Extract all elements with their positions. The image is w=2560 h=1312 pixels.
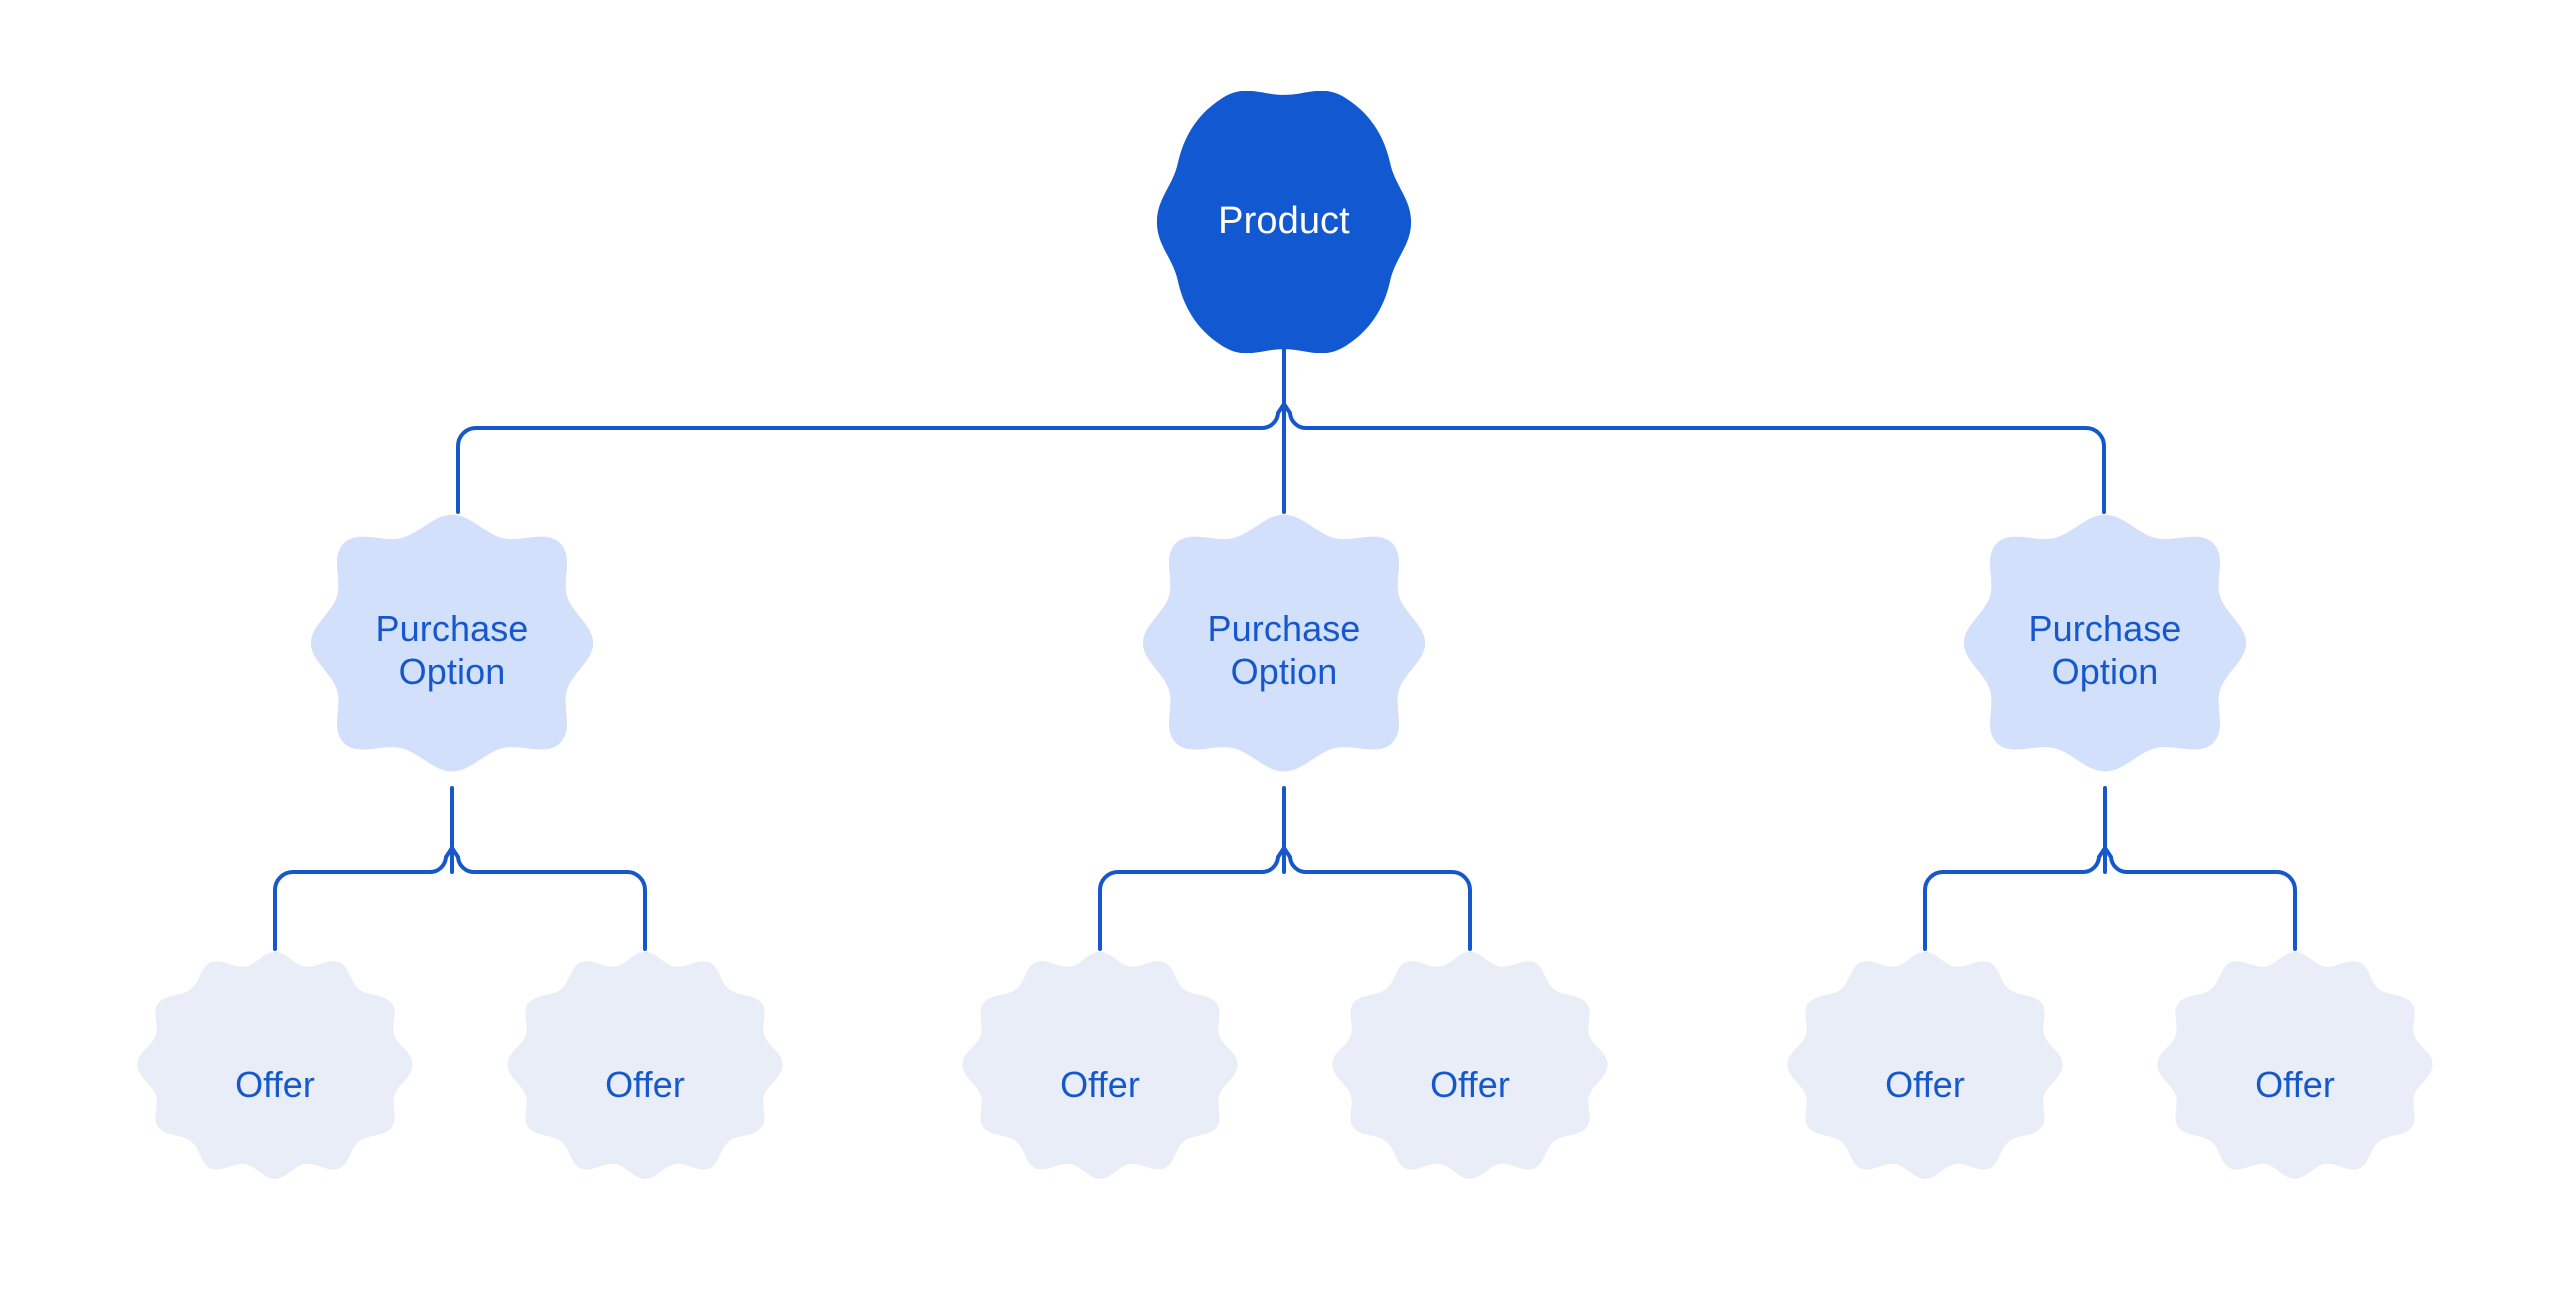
blob-8-lobe-icon	[1142, 514, 1426, 772]
connector-group-3-bus	[1923, 846, 2297, 951]
node-purchase-option-3[interactable]: Purchase Option	[1958, 512, 2252, 788]
node-label-purchase-option: Purchase Option	[2028, 607, 2182, 692]
node-product-root[interactable]: Product	[1153, 91, 1415, 353]
node-label-offer: Offer	[1430, 1064, 1510, 1106]
node-offer-5[interactable]: Offer	[1786, 949, 2064, 1221]
node-offer-6[interactable]: Offer	[2156, 949, 2434, 1221]
node-label-offer: Offer	[1885, 1064, 1965, 1106]
blob-8-lobe-icon	[1963, 514, 2247, 772]
blob-14-lobe-icon	[962, 951, 1238, 1179]
node-label-purchase-option: Purchase Option	[1207, 607, 1361, 692]
blob-14-lobe-icon	[2157, 951, 2433, 1179]
node-label-offer: Offer	[605, 1064, 685, 1106]
node-offer-1[interactable]: Offer	[136, 949, 414, 1221]
blob-14-lobe-icon	[507, 951, 783, 1179]
node-purchase-option-1[interactable]: Purchase Option	[305, 512, 599, 788]
node-offer-4[interactable]: Offer	[1331, 949, 1609, 1221]
connector-level1-bus	[456, 402, 2106, 514]
blob-8-lobe-icon	[310, 514, 594, 772]
node-label-offer: Offer	[2255, 1064, 2335, 1106]
blob-4-lobe-icon	[1156, 91, 1412, 353]
node-label-purchase-option: Purchase Option	[375, 607, 529, 692]
blob-14-lobe-icon	[1332, 951, 1608, 1179]
connector-group-1-bus	[273, 846, 647, 951]
node-purchase-option-2[interactable]: Purchase Option	[1137, 512, 1431, 788]
node-label-offer: Offer	[235, 1064, 315, 1106]
blob-14-lobe-icon	[1787, 951, 2063, 1179]
connector-group-2-bus	[1098, 846, 1472, 951]
blob-14-lobe-icon	[137, 951, 413, 1179]
node-offer-2[interactable]: Offer	[506, 949, 784, 1221]
node-offer-3[interactable]: Offer	[961, 949, 1239, 1221]
node-label-product: Product	[1218, 200, 1350, 243]
node-label-offer: Offer	[1060, 1064, 1140, 1106]
